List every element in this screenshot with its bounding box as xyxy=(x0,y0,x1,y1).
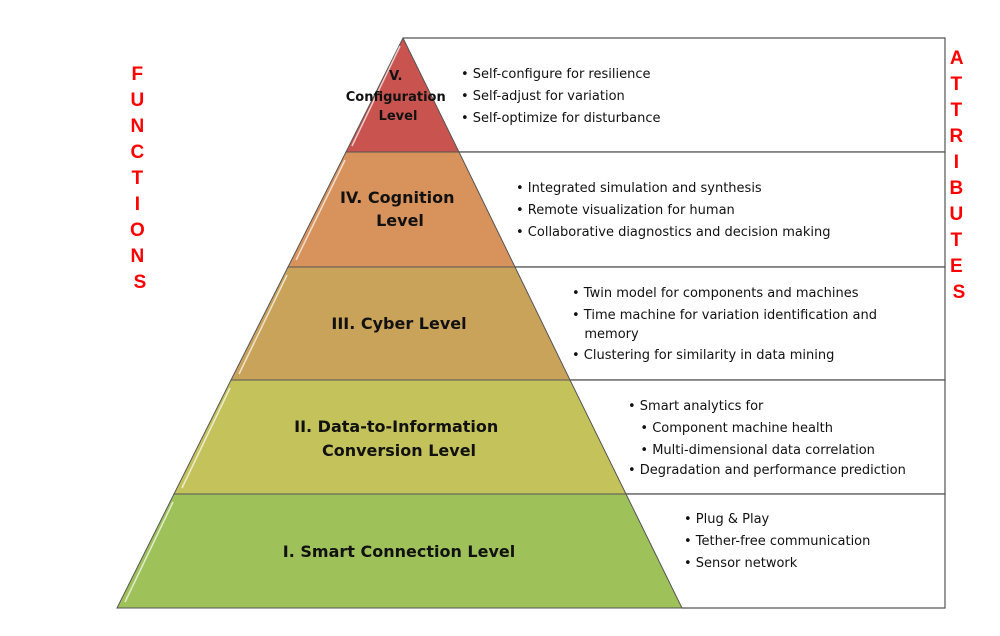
level-4-attributes: • Integrated simulation and synthesis • … xyxy=(0,0,851,240)
attribute-texts: • Self-configure for resilience • Self-a… xyxy=(0,0,906,571)
level-5-name: V. Configuration Level xyxy=(346,69,451,124)
attributes-label: A T T R I B U T E S xyxy=(949,48,968,303)
level-4-name: IV. Cognition Level xyxy=(340,188,460,230)
attribute-boxes xyxy=(403,37,946,609)
level-2-attributes: • Smart analytics for • Component machin… xyxy=(628,399,906,478)
pyramid xyxy=(116,36,683,609)
tier-level-1 xyxy=(116,493,683,609)
level-names: V. Configuration Level IV. Cognition Lev… xyxy=(283,69,515,561)
functions-label: F U N C T I O N S xyxy=(130,64,150,293)
tier-level-2 xyxy=(173,379,627,495)
level-1-name: I. Smart Connection Level xyxy=(283,542,515,561)
level-5-attributes: • Self-configure for resilience • Self-a… xyxy=(0,0,681,126)
level-3-attributes: • Twin model for components and machines… xyxy=(572,286,877,363)
level-2-name: II. Data-to-Information Conversion Level xyxy=(294,417,504,460)
level-1-attributes: • Plug & Play • Tether-free communicatio… xyxy=(684,512,870,571)
level-3-name: III. Cyber Level xyxy=(331,314,466,333)
attribute-box-level-1 xyxy=(626,493,946,609)
attribute-box-level-3 xyxy=(515,266,946,381)
